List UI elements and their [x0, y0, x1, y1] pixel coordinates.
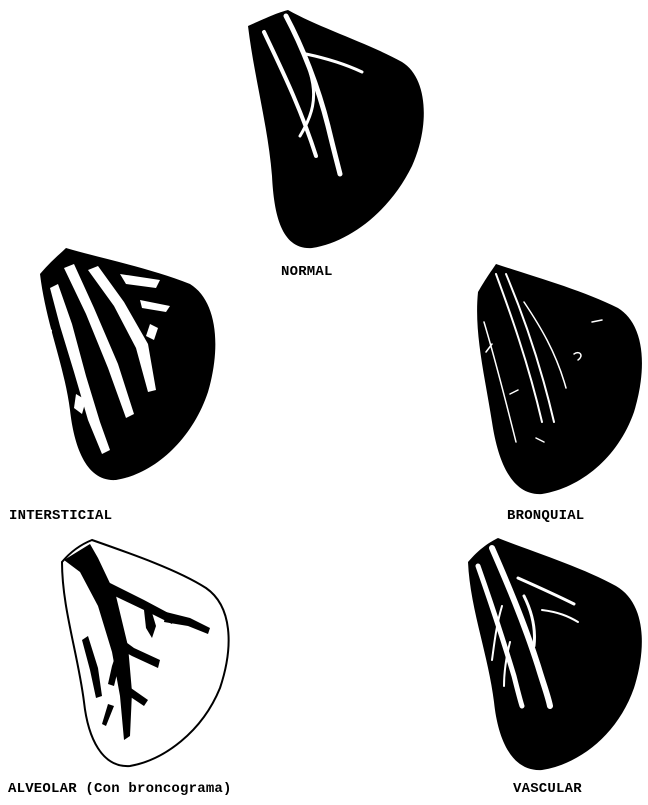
- lung-lobe-silhouette: [468, 538, 642, 770]
- intersticial-lung-figure: [30, 244, 225, 484]
- vascular-lung-drawing: [462, 536, 648, 772]
- alveolar-lung-figure: [54, 536, 238, 772]
- interstitial-patch-c: [42, 324, 52, 348]
- bronquial-lung-figure: [462, 262, 648, 498]
- bronquial-caption: BRONQUIAL: [507, 508, 584, 524]
- vascular-lung-figure: [462, 536, 648, 772]
- bronquial-lung-drawing: [462, 262, 648, 498]
- intersticial-caption: INTERSTICIAL: [9, 508, 112, 524]
- normal-lung-figure: [240, 6, 430, 251]
- lung-lobe-silhouette: [477, 264, 642, 494]
- lung-lobe-silhouette: [248, 10, 424, 248]
- vascular-caption: VASCULAR: [513, 781, 582, 797]
- normal-caption: NORMAL: [281, 264, 333, 280]
- alveolar-lung-drawing: [54, 536, 238, 772]
- normal-lung-drawing: [240, 6, 430, 251]
- intersticial-lung-drawing: [30, 244, 225, 484]
- alveolar-caption: ALVEOLAR (Con broncograma): [8, 781, 232, 797]
